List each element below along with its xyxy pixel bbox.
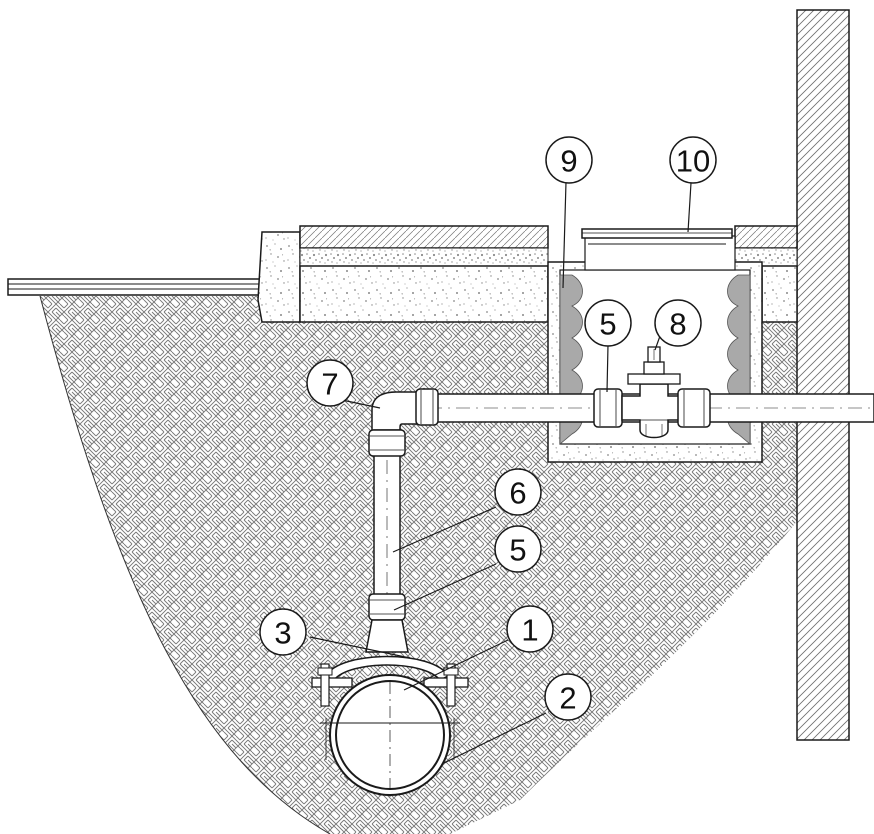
callout-5-chamber: 5 [584, 299, 632, 347]
gravel-layer-left [299, 247, 549, 267]
coupling-chamber [593, 388, 623, 428]
concrete-base-left [299, 265, 549, 323]
clamp-flange-left [311, 677, 353, 688]
surface-box-cover [581, 228, 733, 239]
callout-6: 6 [494, 468, 542, 516]
elbow-nut [415, 388, 439, 426]
concrete-base-right [761, 265, 798, 323]
callout-7: 7 [306, 359, 354, 407]
coupling-right [677, 388, 711, 428]
callout-6-label: 6 [509, 476, 526, 511]
callout-8-label: 8 [669, 307, 686, 342]
tapping-saddle-outlet [365, 619, 409, 653]
callout-3: 3 [259, 608, 307, 656]
callout-3-label: 3 [274, 616, 291, 651]
callout-5-vertical-label: 5 [509, 533, 526, 568]
callout-10: 10 [669, 136, 717, 184]
paving-slab-left [299, 225, 549, 249]
callout-1-label: 1 [521, 613, 538, 648]
clamp-flange-right [423, 677, 469, 688]
paving-slab-right [734, 225, 798, 249]
building-wall [796, 9, 850, 741]
callout-10-label: 10 [676, 144, 710, 179]
callout-9-label: 9 [560, 144, 577, 179]
clamp-bolt-right [446, 663, 456, 707]
ground-surface-left [7, 278, 265, 296]
elbow-fitting [371, 391, 419, 433]
leader-lines [309, 181, 692, 764]
curb-block [257, 231, 301, 323]
valve-bonnet [627, 373, 681, 385]
callout-1: 1 [506, 605, 554, 653]
chamber-neck [584, 235, 736, 271]
valve-body [621, 383, 681, 439]
callout-5-vertical: 5 [494, 525, 542, 573]
soil-boundary-line [39, 295, 331, 834]
callout-7-label: 7 [321, 367, 338, 402]
callout-8: 8 [654, 299, 702, 347]
callout-9: 9 [545, 136, 593, 184]
valve-stem-nut [643, 361, 665, 375]
callout-5-chamber-label: 5 [599, 307, 616, 342]
callout-2: 2 [544, 673, 592, 721]
coupling-vertical-upper [368, 429, 406, 457]
clamp-bolt-left [320, 663, 330, 707]
callout-2-label: 2 [559, 681, 576, 716]
soil-body [40, 296, 798, 834]
